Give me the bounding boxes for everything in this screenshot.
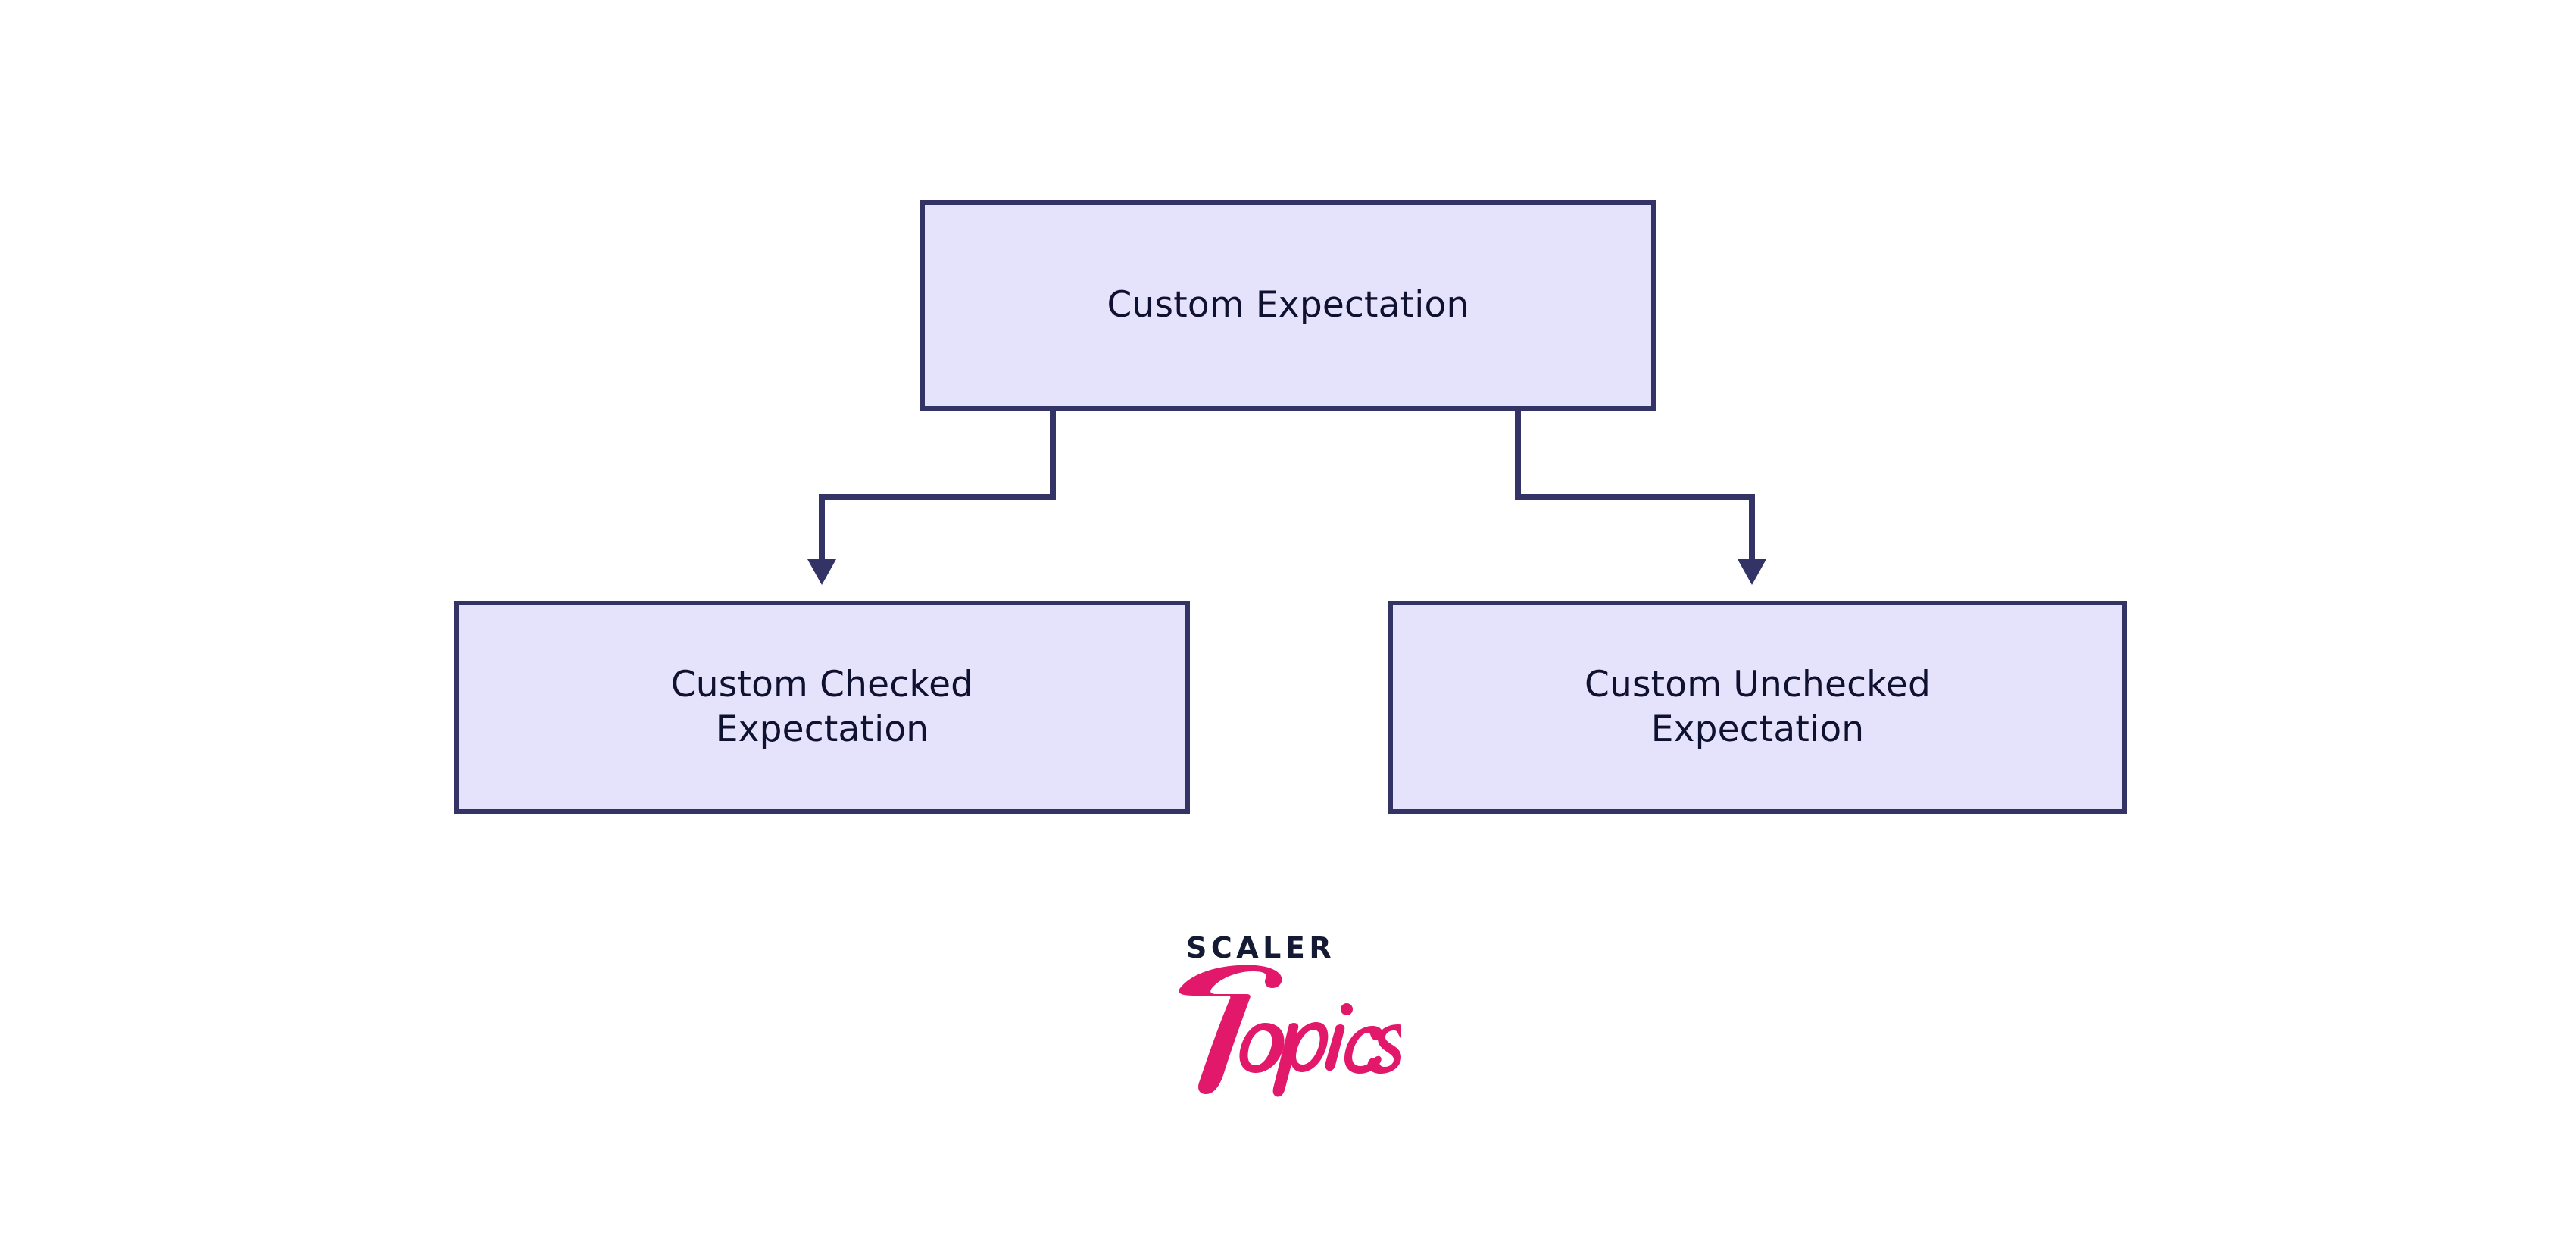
scaler-topics-logo: SCALER Topics xyxy=(1179,933,1406,1104)
node-custom-unchecked-expectation[interactable]: Custom Unchecked Expectation xyxy=(1388,601,2127,814)
node-label: Custom Checked Expectation xyxy=(670,663,974,750)
arrowhead-unchecked-icon xyxy=(1738,559,1766,585)
edge-root-to-checked xyxy=(819,410,1056,559)
logo-script-topics-icon: Topics xyxy=(1179,965,1401,1097)
logo-wordmark-scaler: SCALER xyxy=(1186,931,1336,965)
node-label: Custom Expectation xyxy=(1107,283,1469,326)
node-label: Custom Unchecked Expectation xyxy=(1584,663,1931,750)
node-custom-checked-expectation[interactable]: Custom Checked Expectation xyxy=(454,601,1190,814)
node-custom-expectation[interactable]: Custom Expectation xyxy=(920,200,1656,411)
edge-root-to-unchecked xyxy=(1515,410,1755,559)
arrowhead-checked-icon xyxy=(807,559,836,585)
